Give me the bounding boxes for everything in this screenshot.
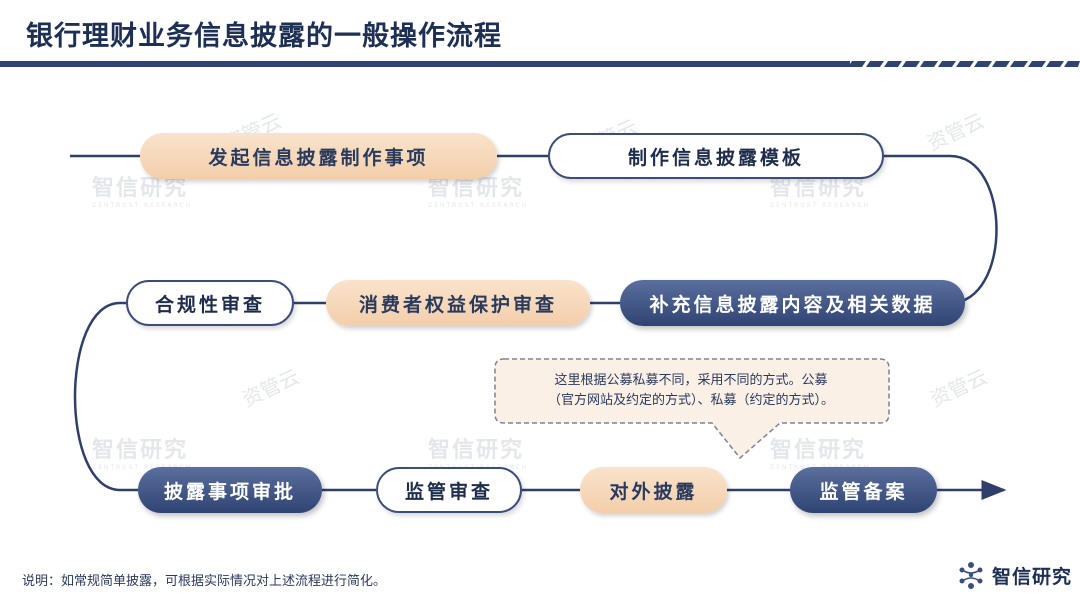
node-start: 发起信息披露制作事项 xyxy=(140,133,497,179)
node-template: 制作信息披露模板 xyxy=(548,133,884,179)
node-supplement: 补充信息披露内容及相关数据 xyxy=(620,280,965,326)
node-consumer-review: 消费者权益保护审查 xyxy=(326,280,590,326)
zhixin-logo-icon xyxy=(959,562,983,589)
node-approval: 披露事项审批 xyxy=(138,467,322,513)
node-regulatory-review: 监管审查 xyxy=(376,467,522,513)
node-compliance-review: 合规性审查 xyxy=(126,280,294,326)
brand-logo: 智信研究 xyxy=(956,561,1072,589)
connector-curve xyxy=(73,301,138,492)
header-divider xyxy=(0,61,1080,67)
page-title: 银行理财业务信息披露的一般操作流程 xyxy=(26,21,502,52)
footnote: 说明：如常规简单披露，可根据实际情况对上述流程进行简化。 xyxy=(22,574,387,589)
node-filing: 监管备案 xyxy=(790,467,937,513)
callout-text: 这里根据公募私募不同，采用不同的方式。公募 （官方网站及约定的方式）、私募（约定… xyxy=(547,373,834,408)
node-external-disclosure: 对外披露 xyxy=(580,467,727,513)
